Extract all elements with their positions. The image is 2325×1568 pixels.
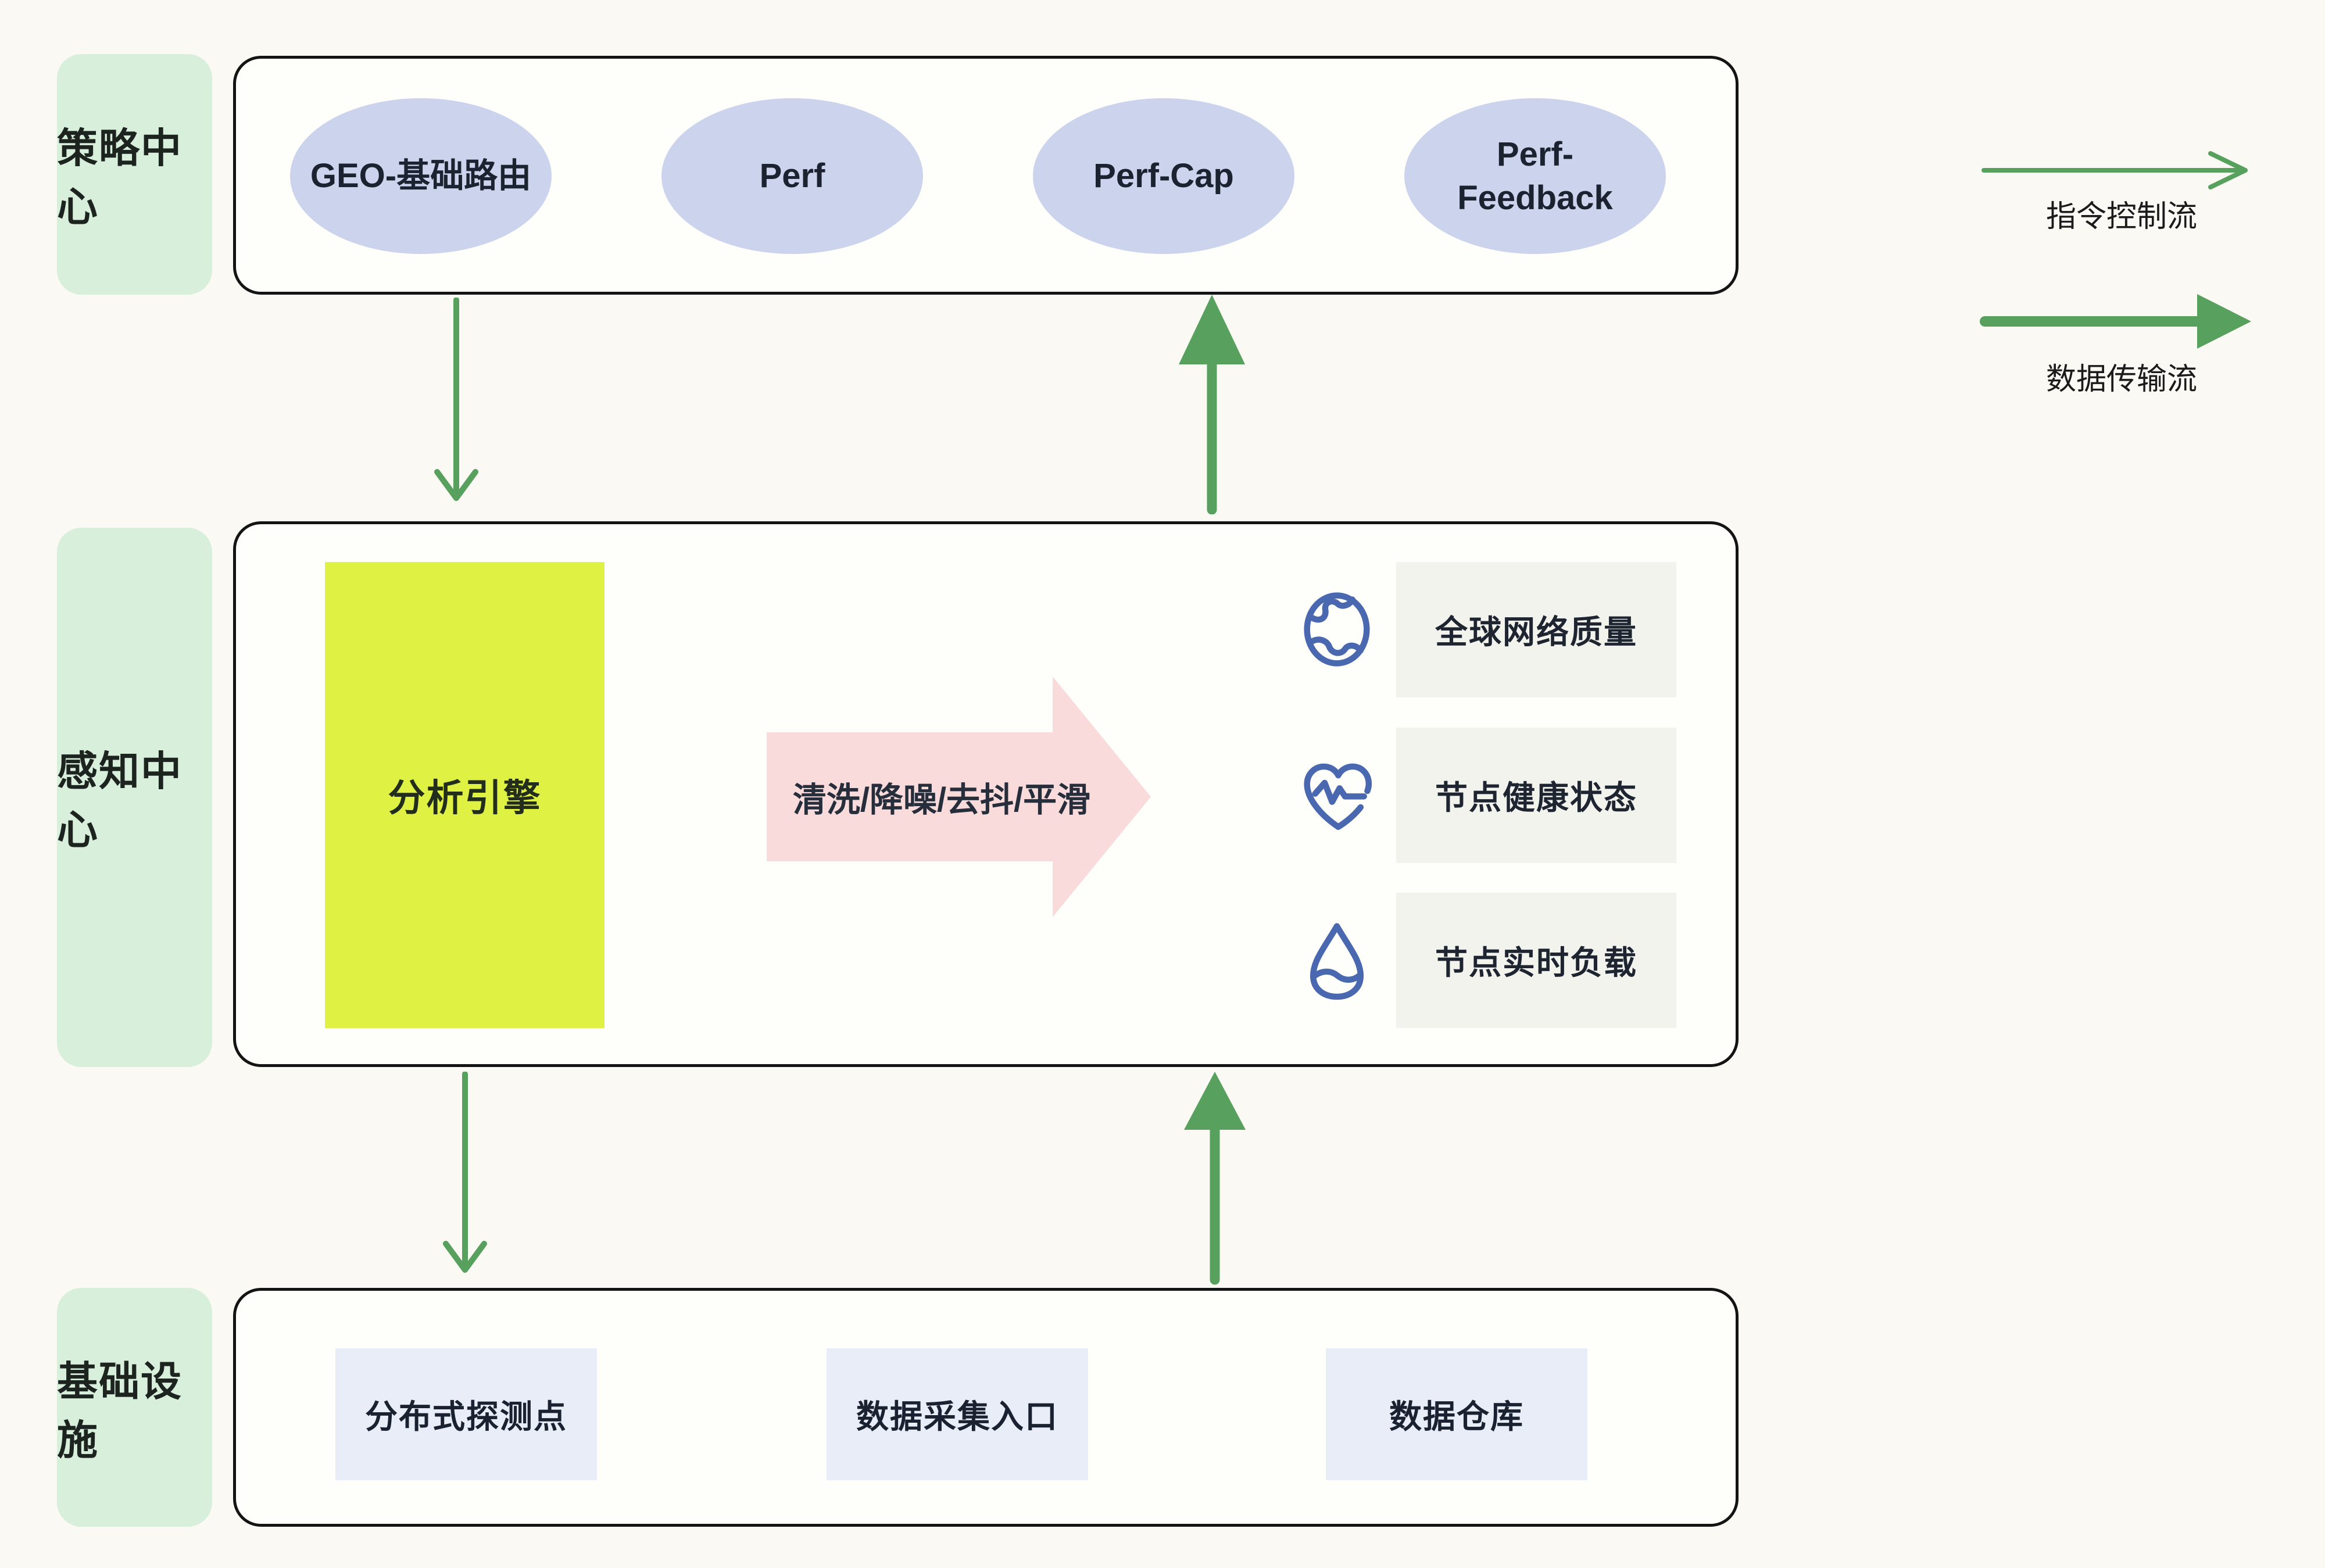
globe-icon [1304,592,1370,667]
metric-card-node-load: 节点实时负载 [1396,893,1676,1028]
module-perf-cap: Perf-Cap [1033,98,1294,254]
module-geo-base-routing: GEO-基础路由 [290,98,552,254]
legend-data-flow-label: 数据传输流 [2045,362,2197,396]
data-flow-arrow-perception-to-strategy [1179,295,1245,514]
layer-label-perception: 感知中心 [57,528,212,1067]
heartbeat-icon [1304,763,1372,830]
layer-label-infrastructure: 基础设施 [57,1288,212,1527]
module-perf-feedback: Perf-Feedback [1404,98,1666,254]
infra-box-data-warehouse: 数据仓库 [1326,1348,1587,1480]
infra-box-data-ingest: 数据采集入口 [827,1348,1088,1480]
layer-label-strategy: 策略中心 [57,54,212,295]
process-arrow-label: 清洗/降噪/去抖/平滑 [792,781,1091,819]
control-flow-arrow-perception-to-infrastructure [443,1072,487,1273]
analysis-engine-block: 分析引擎 [325,562,604,1028]
droplet-icon [1310,923,1364,1000]
metric-card-node-health: 节点健康状态 [1396,728,1676,863]
infra-box-distributed-probes: 分布式探测点 [335,1348,597,1480]
legend: 指令控制流 数据传输流 [1976,145,2278,407]
control-flow-arrow-strategy-to-perception [434,298,478,501]
legend-data-flow-arrow-icon [1980,294,2251,349]
data-flow-arrow-infrastructure-to-perception [1184,1072,1246,1285]
legend-control-flow-arrow-icon [1981,151,2248,189]
module-perf: Perf [661,98,923,254]
metric-card-global-network-quality: 全球网络质量 [1396,562,1676,697]
process-arrow [767,676,1151,917]
legend-control-flow-label: 指令控制流 [2045,199,2197,234]
